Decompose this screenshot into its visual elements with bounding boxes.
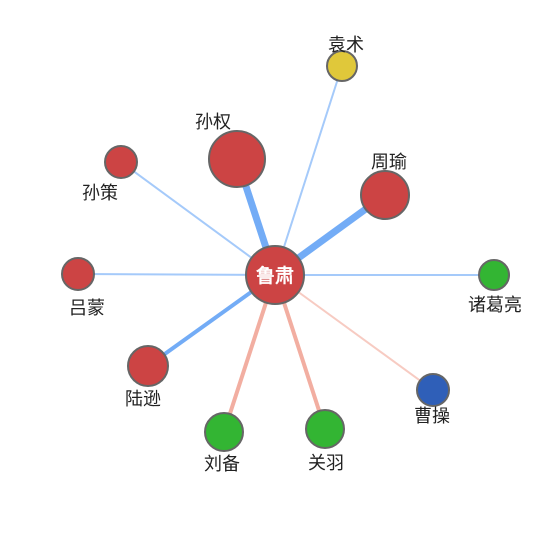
node-circle-lvmeng[interactable] [61, 257, 95, 291]
link-lusu-lvmeng [77, 273, 276, 276]
node-label-yuanshu: 袁术 [328, 35, 364, 55]
node-label-zhugeliang: 诸葛亮 [468, 295, 522, 315]
link-lusu-yuanshu [274, 65, 343, 276]
node-caocao[interactable]: 曹操 [414, 373, 450, 426]
node-label-zhouyu: 周瑜 [371, 152, 407, 172]
node-circle-liubei[interactable] [204, 412, 244, 452]
node-zhouyu[interactable]: 周瑜 [360, 152, 410, 220]
node-label-guanyu: 关羽 [308, 453, 344, 473]
node-lvmeng[interactable]: 吕蒙 [61, 257, 105, 318]
node-yuanshu[interactable]: 袁术 [326, 35, 364, 82]
node-circle-luxun[interactable] [127, 345, 169, 387]
node-circle-caocao[interactable] [416, 373, 450, 407]
node-circle-sunquan[interactable] [208, 130, 266, 188]
node-circle-guanyu[interactable] [305, 409, 345, 449]
node-circle-zhouyu[interactable] [360, 170, 410, 220]
node-luxun[interactable]: 陆逊 [125, 345, 169, 409]
node-circle-zhugeliang[interactable] [478, 259, 510, 291]
link-lusu-caocao [274, 274, 434, 391]
node-zhugeliang[interactable]: 诸葛亮 [468, 259, 522, 315]
node-label-sunquan: 孙权 [195, 112, 231, 132]
node-suncelu[interactable]: 孙策 [82, 145, 138, 203]
node-circle-suncelu[interactable] [104, 145, 138, 179]
node-label-luxun: 陆逊 [125, 389, 161, 409]
node-guanyu[interactable]: 关羽 [305, 409, 345, 473]
node-label-suncelu: 孙策 [82, 183, 118, 203]
node-circle-yuanshu[interactable] [326, 50, 358, 82]
node-label-lvmeng: 吕蒙 [69, 298, 105, 318]
node-label-caocao: 曹操 [414, 406, 450, 426]
node-center-lusu[interactable]: 鲁肃 [245, 245, 305, 305]
node-sunquan[interactable]: 孙权 [195, 112, 266, 188]
link-lusu-suncelu [120, 161, 276, 276]
node-label-lusu: 鲁肃 [255, 264, 294, 287]
node-liubei[interactable]: 刘备 [204, 412, 244, 474]
node-circle-lusu[interactable] [245, 245, 305, 305]
node-label-liubei: 刘备 [204, 454, 240, 474]
